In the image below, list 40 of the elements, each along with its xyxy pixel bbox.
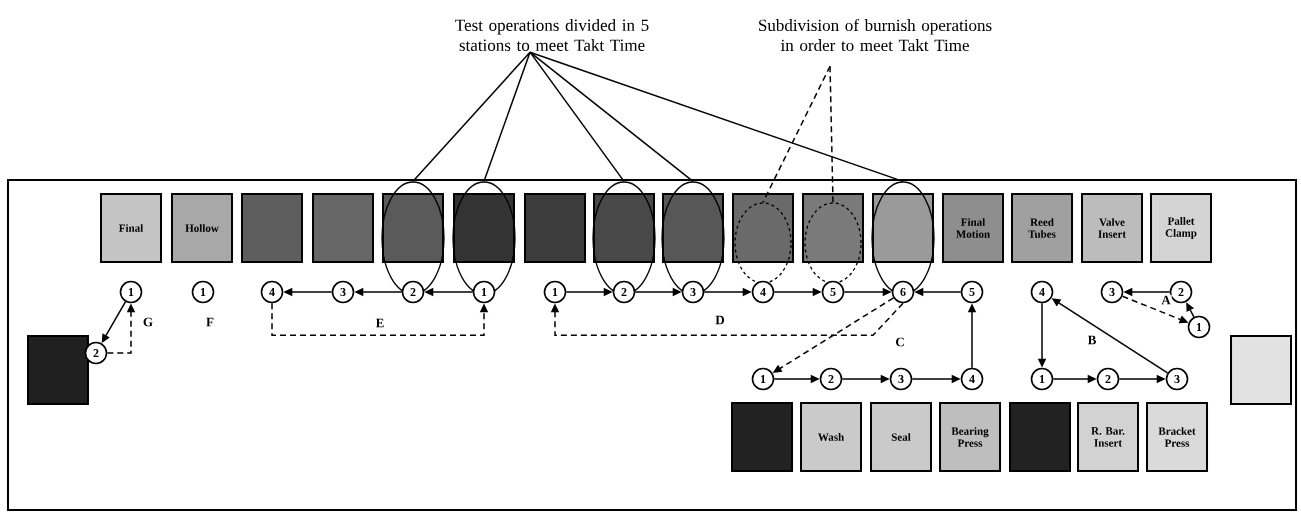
station-box: Wash [800, 402, 862, 472]
station-box: R. Bar. Insert [1077, 402, 1139, 472]
arrow [1186, 302, 1195, 318]
station-box [731, 402, 793, 472]
sequence-letter: E [374, 317, 386, 329]
leader-line [762, 65, 831, 204]
ellipse-outline [734, 202, 792, 284]
ellipse-outline [804, 202, 862, 284]
station-box: Seal [870, 402, 932, 472]
sequence-letter: B [1086, 334, 1098, 346]
station-box: Final Motion [942, 193, 1004, 263]
leader-line [529, 51, 904, 183]
station-box: Pallet Clamp [1150, 193, 1212, 263]
sequence-letter: G [141, 316, 155, 328]
sequence-letter: C [894, 336, 906, 348]
station-box [732, 193, 794, 263]
station-box: Bracket Press [1146, 402, 1208, 472]
leader-line [412, 51, 531, 183]
station-box: Hollow [171, 193, 233, 263]
leader-line [529, 51, 694, 183]
station-box [312, 193, 374, 263]
annotation-text: Subdivision of burnish operations in order to meet Takt Time [759, 18, 992, 52]
station-box [1230, 335, 1292, 405]
station-box [1009, 402, 1071, 472]
station-box: Reed Tubes [1011, 193, 1073, 263]
station-box: Bearing Press [939, 402, 1001, 472]
annotation-text: Test operations divided in 5 stations to meet Takt Time [455, 19, 649, 51]
station-box [802, 193, 864, 263]
sequence-letter: F [205, 316, 215, 328]
sequence-letter: A [1160, 294, 1172, 306]
station-box: Final [100, 193, 162, 263]
station-box [27, 335, 89, 405]
station-box: Valve Insert [1081, 193, 1143, 263]
arrow [550, 302, 904, 337]
leader-line [483, 51, 531, 183]
leader-line [529, 51, 625, 183]
station-box [524, 193, 586, 263]
station-box [241, 193, 303, 263]
leader-line [829, 65, 834, 204]
sequence-letter: D [714, 314, 726, 326]
